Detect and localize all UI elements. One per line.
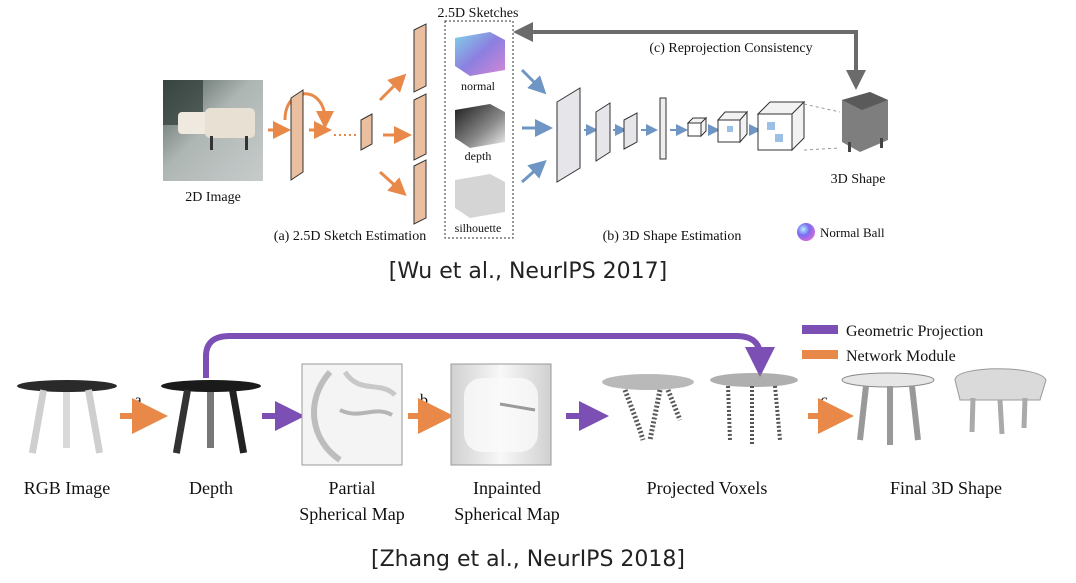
stage-c-label: (c) Reprojection Consistency (649, 41, 812, 56)
reprojection-arrow (513, 22, 858, 82)
branch-arrow-bottom (378, 170, 407, 197)
normal-ball-legend: Normal Ball (820, 225, 885, 240)
cube-to-shape-dash-bottom (803, 147, 841, 151)
input-image-label: 2D Image (185, 190, 241, 205)
inpainted-label-line1: Inpainted (473, 478, 541, 498)
projected-voxels-right (710, 373, 798, 445)
normal-ball-icon (797, 223, 815, 241)
decoder-block-silhouette (413, 159, 427, 225)
partial-label-line2: Spherical Map (299, 504, 404, 524)
latent-block (360, 113, 373, 151)
step-c-label: c (820, 392, 827, 409)
legend-geometric-label: Geometric Projection (846, 323, 983, 340)
projected-voxels-left (602, 374, 694, 441)
voxels-label: Projected Voxels (647, 478, 768, 498)
rgb-label: RGB Image (24, 478, 110, 498)
shape-encoder-block-3 (623, 112, 638, 150)
decoder-block-depth (413, 93, 427, 161)
shape-latent-vector (659, 97, 667, 160)
depth-label: Depth (189, 478, 233, 498)
legend-geometric-swatch (802, 325, 838, 334)
inpainted-label-line2: Spherical Map (454, 504, 559, 524)
final-shape-right (954, 368, 1047, 435)
sketch-silhouette-label: silhouette (455, 221, 502, 235)
stage-b-label: (b) 3D Shape Estimation (603, 229, 742, 244)
projection-arc-arrow (203, 333, 775, 378)
shape-label: 3D Shape (831, 172, 886, 187)
input-photo (163, 80, 263, 181)
rgb-table-image (17, 380, 117, 454)
encoder-loop-arrow (283, 92, 334, 129)
partial-label-line1: Partial (329, 478, 376, 498)
encoder-block (290, 89, 304, 181)
decoder-block-normal (413, 23, 427, 93)
sketch-to-encoder-arrow-bottom (521, 160, 547, 184)
citation-zhang: [Zhang et al., NeurIPS 2018] (371, 547, 685, 572)
sketch-normal-label: normal (461, 79, 496, 93)
step-b-label: b (420, 392, 428, 409)
inpainted-spherical-map (450, 363, 552, 466)
normal-sketch (455, 32, 505, 76)
voxel-decoder-cube-1 (686, 116, 708, 138)
silhouette-sketch (455, 174, 505, 218)
sketches-title: 2.5D Sketches (438, 6, 519, 21)
voxel-decoder-cube-3 (756, 100, 806, 152)
figure2-zhang-2018: Geometric Projection Network Module RGB … (17, 323, 1047, 572)
sketches-box (444, 20, 514, 239)
sketch-to-encoder-arrow-top (520, 68, 547, 95)
output-3d-chair (842, 92, 888, 152)
voxel-decoder-cube-2 (716, 110, 749, 144)
legend-network-label: Network Module (846, 348, 956, 365)
figure1-wu-2017: 2D Image 2.5D Sketches normal depth silh… (163, 6, 888, 284)
shape-encoder-block-2 (595, 102, 611, 162)
depth-table-image (161, 380, 261, 454)
branch-arrow-top (378, 73, 407, 102)
citation-wu: [Wu et al., NeurIPS 2017] (389, 259, 667, 284)
depth-sketch (455, 104, 505, 148)
stage-a-label: (a) 2.5D Sketch Estimation (274, 229, 426, 244)
final-shape-left (841, 372, 935, 445)
shape-encoder-block-1 (556, 87, 581, 183)
legend-network-swatch (802, 350, 838, 359)
sketch-depth-label: depth (465, 149, 492, 163)
cube-to-shape-dash-top (803, 103, 841, 113)
partial-spherical-map (301, 363, 403, 466)
step-a-label: a (134, 392, 141, 409)
final-label: Final 3D Shape (890, 478, 1002, 498)
